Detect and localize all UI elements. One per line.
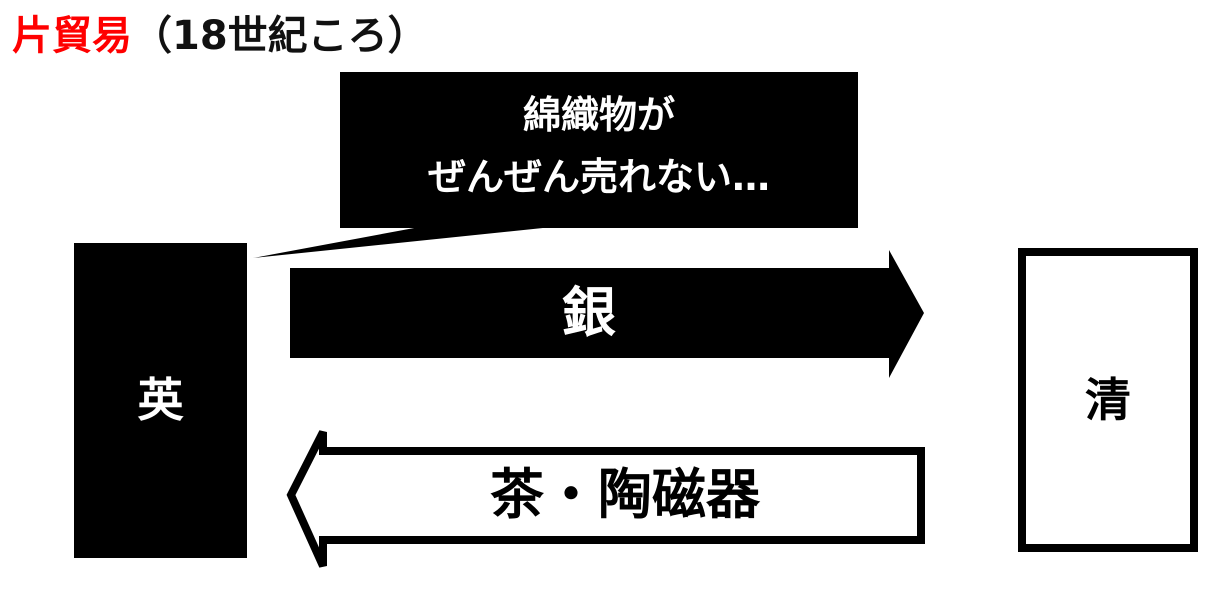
speech-bubble — [253, 72, 858, 258]
speech-line-1: 綿織物が — [522, 93, 675, 137]
tea-porcelain-arrow — [286, 430, 925, 568]
title-period: （18世紀ころ） — [132, 13, 428, 59]
speech-line-2: ぜんぜん売れない… — [427, 155, 770, 199]
tea-arrow-label: 茶・陶磁器 — [490, 463, 760, 526]
britain-label: 英 — [137, 373, 184, 427]
title-main: 片貿易 — [12, 13, 132, 59]
qing-box — [1018, 248, 1198, 552]
silver-arrow-label: 銀 — [562, 281, 616, 344]
silver-arrow — [290, 250, 924, 378]
britain-box — [74, 243, 247, 558]
qing-label: 清 — [1085, 373, 1131, 427]
speech-bubble-text: 綿織物が ぜんぜん売れない… — [340, 84, 858, 208]
diagram-title: 片貿易（18世紀ころ） — [12, 10, 428, 62]
